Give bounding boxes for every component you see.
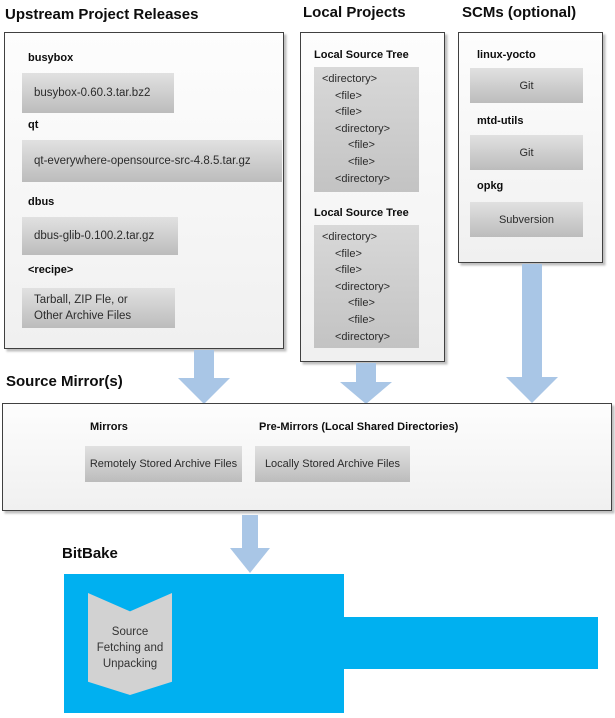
dbus-archive-box: dbus-glib-0.100.2.tar.gz (22, 217, 178, 255)
local-source-tree-label-2: Local Source Tree (314, 207, 409, 219)
opkg-scm-box: Subversion (470, 202, 583, 237)
tree-line: <file> (348, 139, 375, 152)
mirrors-archive-box: Remotely Stored Archive Files (85, 446, 242, 482)
source-fetching-line3: Unpacking (102, 658, 158, 671)
opkg-scm: Subversion (498, 213, 555, 226)
premirrors-label: Pre-Mirrors (Local Shared Directories) (259, 421, 459, 433)
tree-line: <directory> (335, 122, 391, 135)
tree-line: <file> (335, 106, 362, 119)
busybox-archive-box: busybox-0.60.3.tar.bz2 (22, 73, 174, 113)
tree-line: <file> (335, 247, 362, 260)
bitbake-section-title: BitBake (62, 545, 118, 562)
tree-line: <directory> (335, 330, 391, 343)
busybox-archive-filename: busybox-0.60.3.tar.bz2 (34, 87, 151, 99)
recipe-archive-line2: Other Archive Files (34, 310, 132, 322)
opkg-label: opkg (477, 180, 504, 192)
linux-yocto-label: linux-yocto (477, 49, 536, 61)
premirrors-archive-box: Locally Stored Archive Files (255, 446, 410, 482)
tree-line: <file> (348, 297, 375, 310)
mtd-utils-scm: Git (519, 146, 534, 159)
source-fetching-line2: Fetching and (96, 641, 164, 654)
tree-line: <directory> (322, 73, 378, 85)
flow-arrow-local-to-mirrors-icon (340, 363, 392, 404)
dbus-archive-filename: dbus-glib-0.100.2.tar.gz (34, 230, 155, 242)
upstream-section-title: Upstream Project Releases (5, 6, 199, 23)
tree-line: <directory> (335, 280, 391, 293)
mirrors-archive-text: Remotely Stored Archive Files (89, 458, 238, 470)
mirrors-label: Mirrors (90, 421, 128, 433)
premirrors-archive-text: Locally Stored Archive Files (264, 458, 401, 470)
qt-archive-box: qt-everywhere-opensource-src-4.8.5.tar.g… (22, 140, 282, 182)
tree-line: <file> (348, 155, 375, 168)
local-source-tree-1: <directory> <file> <file> <directory> <f… (314, 67, 419, 192)
mtd-utils-label: mtd-utils (477, 115, 524, 127)
tree-line: <file> (335, 264, 362, 277)
qt-archive-filename: qt-everywhere-opensource-src-4.8.5.tar.g… (34, 155, 251, 167)
flow-arrow-upstream-to-mirrors-icon (178, 350, 230, 404)
bitbake-pipeline-arm (344, 617, 598, 669)
tree-line: <directory> (322, 231, 378, 243)
dbus-label: dbus (28, 196, 55, 208)
mtd-utils-scm-box: Git (470, 135, 583, 170)
linux-yocto-scm-box: Git (470, 68, 583, 103)
recipe-label: <recipe> (28, 264, 74, 276)
source-fetching-line1: Source (111, 625, 149, 638)
local-source-tree-label-1: Local Source Tree (314, 49, 409, 61)
flow-arrow-mirrors-to-bitbake-icon (230, 515, 270, 573)
qt-label: qt (28, 119, 39, 131)
tree-line: <file> (348, 313, 375, 326)
local-projects-section-title: Local Projects (303, 4, 406, 21)
flow-arrow-scms-to-mirrors-icon (506, 264, 558, 403)
busybox-label: busybox (28, 52, 74, 64)
recipe-archive-line1: Tarball, ZIP Fle, or (34, 293, 128, 306)
recipe-archive-box: Tarball, ZIP Fle, or Other Archive Files (22, 288, 175, 328)
scms-section-title: SCMs (optional) (462, 4, 577, 21)
tree-line: <file> (335, 89, 362, 102)
linux-yocto-scm: Git (519, 79, 534, 92)
local-source-tree-2: <directory> <file> <file> <directory> <f… (314, 225, 419, 348)
tree-line: <directory> (335, 172, 391, 185)
source-mirrors-section-title: Source Mirror(s) (6, 373, 123, 390)
